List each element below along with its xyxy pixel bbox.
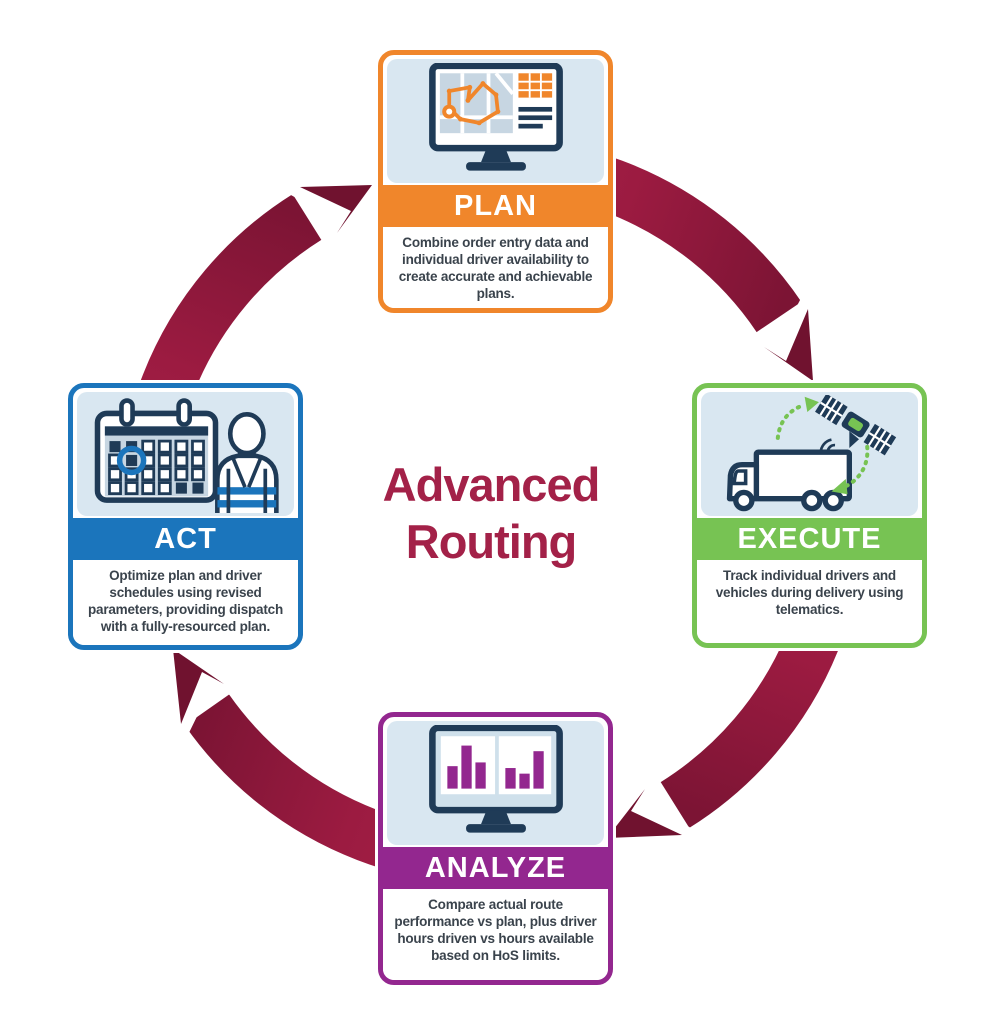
highlighted-day-icon bbox=[116, 445, 146, 476]
driver-icon bbox=[214, 412, 279, 513]
stage-header-execute: EXECUTE bbox=[697, 518, 922, 560]
plan-icon-area bbox=[387, 59, 604, 183]
arrowhead-to-plan bbox=[300, 185, 372, 233]
bar-chart-monitor-icon bbox=[428, 725, 563, 833]
stage-header-act: ACT bbox=[73, 518, 298, 560]
sync-arrows-icon bbox=[775, 396, 869, 495]
arrowhead-to-act bbox=[173, 649, 224, 724]
title-line-1: Advanced bbox=[382, 458, 601, 511]
arrowhead-to-analyze bbox=[607, 789, 682, 838]
stage-header-analyze: ANALYZE bbox=[383, 847, 608, 889]
bar-chart-bars bbox=[446, 745, 544, 789]
route-planning-monitor-icon bbox=[428, 63, 563, 171]
title-line-2: Routing bbox=[405, 515, 578, 568]
satellite-icon bbox=[814, 395, 896, 456]
stage-card-act: ACT Optimize plan and driver schedules u… bbox=[68, 383, 303, 650]
stage-card-execute: EXECUTE Track individual drivers and veh… bbox=[692, 383, 927, 648]
stage-description-analyze: Compare actual route performance vs plan… bbox=[383, 889, 608, 980]
stage-description-execute: Track individual drivers and vehicles du… bbox=[697, 560, 922, 643]
analyze-icon-area bbox=[387, 721, 604, 845]
arrowhead-to-execute bbox=[764, 309, 813, 381]
stage-description-plan: Combine order entry data and individual … bbox=[383, 227, 608, 308]
execute-icon-area bbox=[701, 392, 918, 516]
stage-card-plan: PLAN Combine order entry data and indivi… bbox=[378, 50, 613, 313]
stage-header-plan: PLAN bbox=[383, 185, 608, 227]
truck-satellite-telematics-icon bbox=[726, 395, 896, 512]
stage-description-act: Optimize plan and driver schedules using… bbox=[73, 560, 298, 645]
calendar-days-grid bbox=[107, 439, 205, 496]
stage-card-analyze: ANALYZE Compare actual route performance… bbox=[378, 712, 613, 985]
signal-waves-icon bbox=[818, 438, 835, 455]
diagram-title: Advanced Routing bbox=[316, 456, 666, 570]
calendar-driver-schedule-icon bbox=[94, 398, 279, 513]
act-icon-area bbox=[77, 392, 294, 516]
